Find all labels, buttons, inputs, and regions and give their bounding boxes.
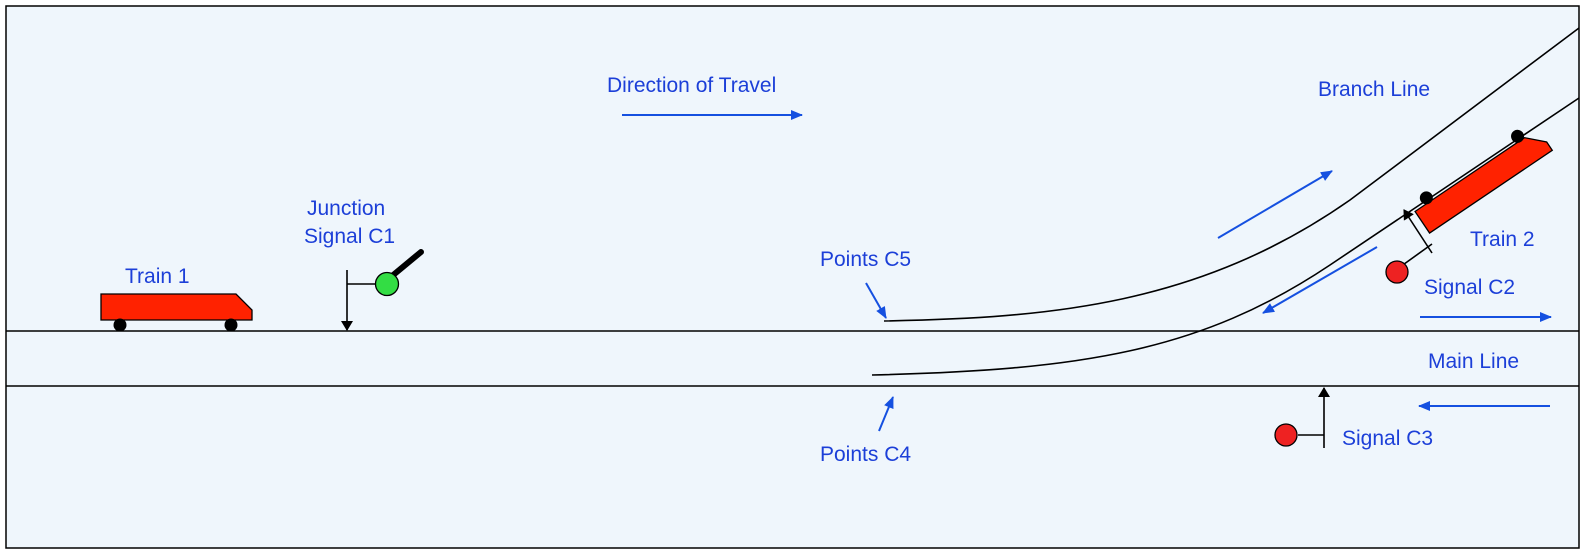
points-c4-label: Points C4: [820, 443, 911, 466]
train-2: [1414, 129, 1554, 234]
signal-c1-lamp: [374, 271, 400, 297]
diagram-frame: [5, 5, 1580, 549]
train-1: [100, 293, 253, 332]
points-c5-label: Points C5: [820, 248, 911, 271]
junction-signal-label-line2: Signal C1: [304, 225, 395, 248]
train-1-label: Train 1: [125, 265, 190, 288]
branch-line-outer-track: [883, 27, 1580, 322]
train-2-wheel-rear: [1419, 191, 1433, 205]
junction-signal-label-line1: Junction: [307, 197, 385, 220]
main-line-label: Main Line: [1428, 350, 1519, 373]
signal-c3-lamp: [1274, 423, 1298, 447]
signal-c2-post: [1403, 209, 1433, 254]
direction-of-travel-label: Direction of Travel: [607, 74, 776, 97]
signal-c3-label: Signal C3: [1342, 427, 1433, 450]
signal-c2-arm: [1399, 243, 1433, 268]
points-c5-arrow: [865, 282, 887, 319]
train-2-body: [1414, 136, 1554, 234]
junction-signal-c1: [341, 249, 424, 331]
points-c4-arrow: [878, 396, 894, 432]
branch-line-label: Branch Line: [1318, 78, 1430, 101]
signal-c2-lamp: [1385, 260, 1409, 284]
train-1-body: [100, 293, 253, 321]
branch-inbound-arrow: [1262, 246, 1378, 314]
signal-c3: [1274, 387, 1330, 448]
branch-line-inner-track: [871, 97, 1580, 376]
train-1-wheel-rear: [224, 318, 238, 332]
train-1-wheel-front: [113, 318, 127, 332]
train-2-label: Train 2: [1470, 228, 1535, 251]
signal-c2: [1385, 209, 1433, 284]
branch-outbound-arrow: [1217, 170, 1333, 239]
signal-c1-hood: [389, 249, 424, 279]
signal-c2-label: Signal C2: [1424, 276, 1515, 299]
train-2-wheel-front: [1511, 129, 1525, 143]
